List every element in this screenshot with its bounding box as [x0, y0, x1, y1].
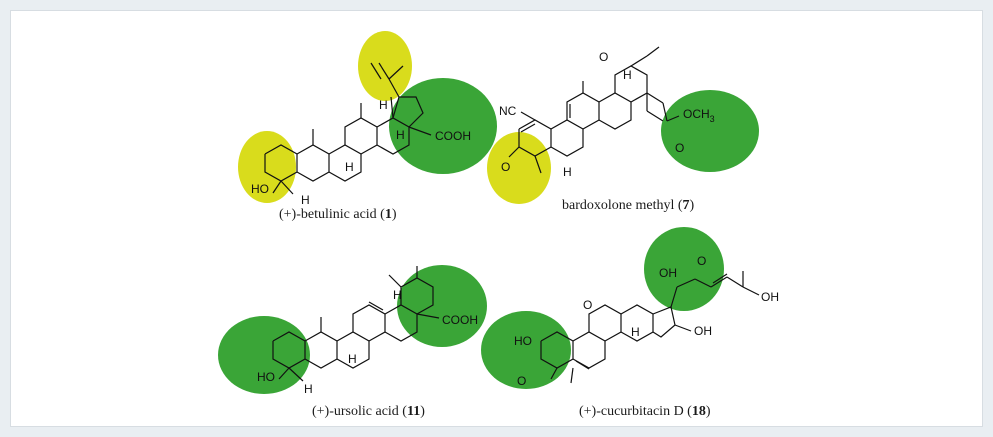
- hydroxyl-label: OH: [694, 324, 712, 338]
- ketone-oxygen-label: O: [501, 160, 510, 174]
- hydrogen-label: H: [396, 128, 405, 142]
- caption-betulinic-acid: (+)-betulinic acid (1): [279, 207, 397, 223]
- highlight-green-ursolic-oh: [218, 316, 310, 394]
- hydroxyl-label: HO: [257, 370, 275, 384]
- caption-close: ): [420, 404, 425, 419]
- figure-panel: HO H H H H COOH O NC O H H O OCH3: [10, 10, 983, 427]
- ester-oxygen-label: O: [675, 141, 684, 155]
- compound-number: 11: [406, 404, 421, 419]
- hydrogen-label: H: [631, 325, 640, 339]
- highlight-green-cucurbitacin-oh: [481, 311, 571, 389]
- hydroxyl-label: HO: [514, 334, 532, 348]
- nitrile-label: NC: [499, 104, 517, 118]
- molecule-bardoxolone-methyl: O NC O H H O OCH3: [499, 46, 715, 179]
- highlight-green-ursolic-cooh: [397, 265, 487, 347]
- hydrogen-label: H: [379, 98, 388, 112]
- hydroxyl-label: OH: [659, 266, 677, 280]
- ketone-oxygen-label: O: [517, 374, 526, 388]
- hydrogen-label: H: [563, 165, 572, 179]
- caption-cucurbitacin-d: (+)-cucurbitacin D (18): [579, 404, 711, 420]
- highlight-yellow-hydroxyl: [238, 131, 296, 203]
- hydrogen-label: H: [348, 352, 357, 366]
- caption-close: ): [689, 198, 695, 213]
- carboxyl-label: COOH: [442, 313, 478, 327]
- ketone-oxygen-label: O: [697, 254, 706, 268]
- hydroxyl-label: OH: [761, 290, 779, 304]
- molecule-ursolic-acid: HO H H H COOH: [257, 266, 478, 396]
- molecule-betulinic-acid: HO H H H H COOH: [251, 62, 471, 207]
- methyl-ester-label: OCH3: [683, 107, 715, 124]
- compound-number: 18: [691, 404, 706, 419]
- structures-canvas: HO H H H H COOH O NC O H H O OCH3: [218, 31, 779, 396]
- highlight-green-ester: [661, 90, 759, 172]
- hydroxyl-label: HO: [251, 182, 269, 196]
- hydrogen-label: H: [623, 68, 632, 82]
- methoxy-text: OCH: [683, 107, 710, 121]
- caption-close: ): [391, 207, 397, 222]
- hydrogen-label: H: [393, 288, 402, 302]
- caption-bardoxolone-methyl: bardoxolone methyl (7): [562, 198, 694, 214]
- molecule-cucurbitacin-d: H OH O OH OH O HO O: [514, 254, 779, 388]
- ketone-oxygen-label: O: [599, 50, 608, 64]
- hydrogen-label: H: [304, 382, 313, 396]
- compound-number: 7: [682, 198, 690, 213]
- carboxyl-label: COOH: [435, 129, 471, 143]
- highlight-green-cucurbitacin-side: [644, 227, 724, 311]
- ketone-oxygen-label: O: [583, 298, 592, 312]
- caption-ursolic-acid: (+)-ursolic acid (11): [312, 404, 425, 420]
- hydrogen-label: H: [301, 193, 310, 207]
- compound-number: 1: [384, 207, 392, 222]
- caption-text: (+)-betulinic acid (: [279, 207, 385, 222]
- caption-text: (+)-ursolic acid (: [312, 404, 407, 419]
- caption-text: bardoxolone methyl (: [562, 198, 683, 213]
- subscript-three: 3: [710, 114, 715, 124]
- highlight-green-carboxyl: [389, 78, 497, 174]
- caption-close: ): [705, 404, 711, 419]
- highlight-yellow-isopropenyl: [358, 31, 412, 101]
- caption-text: (+)-cucurbitacin D (: [579, 404, 692, 419]
- hydrogen-label: H: [345, 160, 354, 174]
- highlight-yellow-ketone: [487, 132, 551, 204]
